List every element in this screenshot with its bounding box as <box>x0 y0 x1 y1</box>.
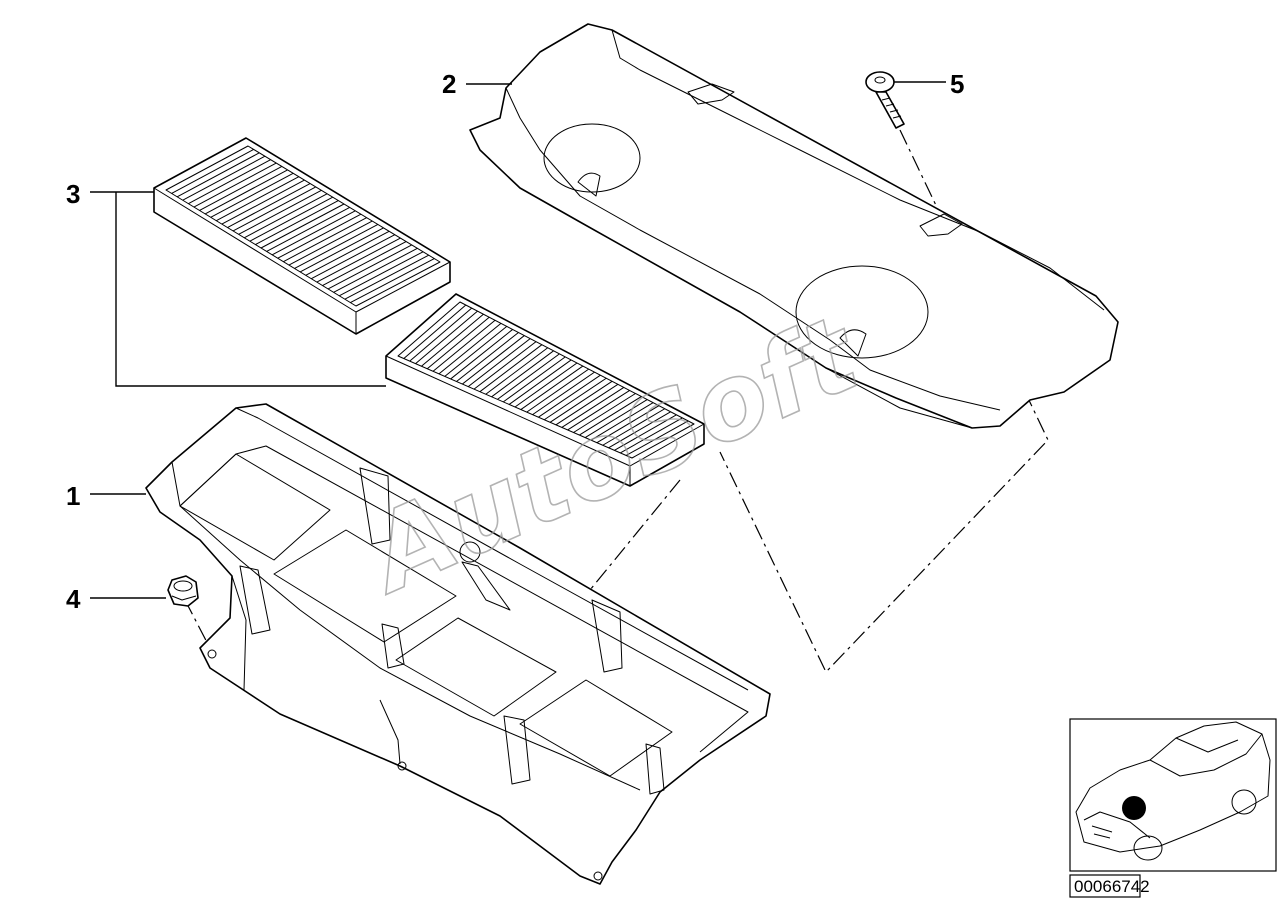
callout-4: 4 <box>66 584 81 614</box>
callout-5: 5 <box>950 69 964 99</box>
vehicle-location-thumbnail: 00066742 <box>1069 718 1277 898</box>
car-outline-icon <box>1075 721 1271 861</box>
part-3-filter-elements <box>153 137 705 487</box>
callout-1: 1 <box>66 481 80 511</box>
location-marker <box>1122 796 1146 820</box>
callout-3: 3 <box>66 179 80 209</box>
callout-2: 2 <box>442 69 456 99</box>
part-5-screw <box>865 71 905 129</box>
assembly-guide-lines <box>184 129 1049 674</box>
part-2-upper-cover <box>469 23 1119 429</box>
filter-pleats-right <box>403 304 689 456</box>
part-1-lower-housing <box>145 403 771 885</box>
reference-number: 00066742 <box>1074 877 1150 896</box>
part-4-nut <box>167 575 199 607</box>
filter-pleats-left <box>171 148 435 304</box>
callout-leaders <box>90 81 946 599</box>
